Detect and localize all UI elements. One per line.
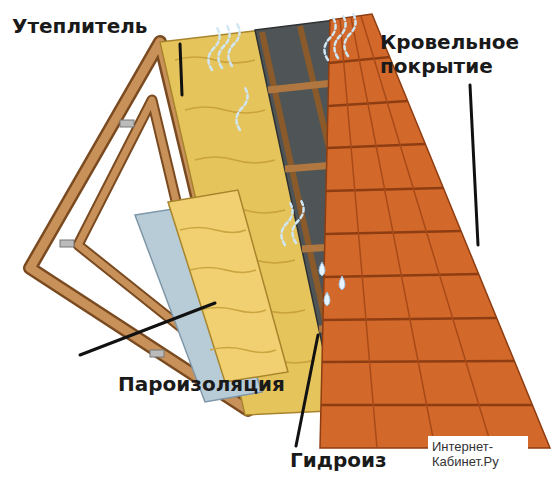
part-label: Утеплитель (12, 14, 212, 38)
vapour-barrier (135, 190, 288, 402)
watermark: Интернет- Кабинет.Ру (428, 436, 528, 472)
leader-line (80, 44, 478, 446)
part-label: Кровельное покрытие (380, 30, 555, 78)
roof-tiles (320, 14, 550, 448)
water-drops (319, 262, 345, 306)
part-label: Пароизоляция (118, 372, 318, 396)
air-flow (208, 12, 355, 245)
